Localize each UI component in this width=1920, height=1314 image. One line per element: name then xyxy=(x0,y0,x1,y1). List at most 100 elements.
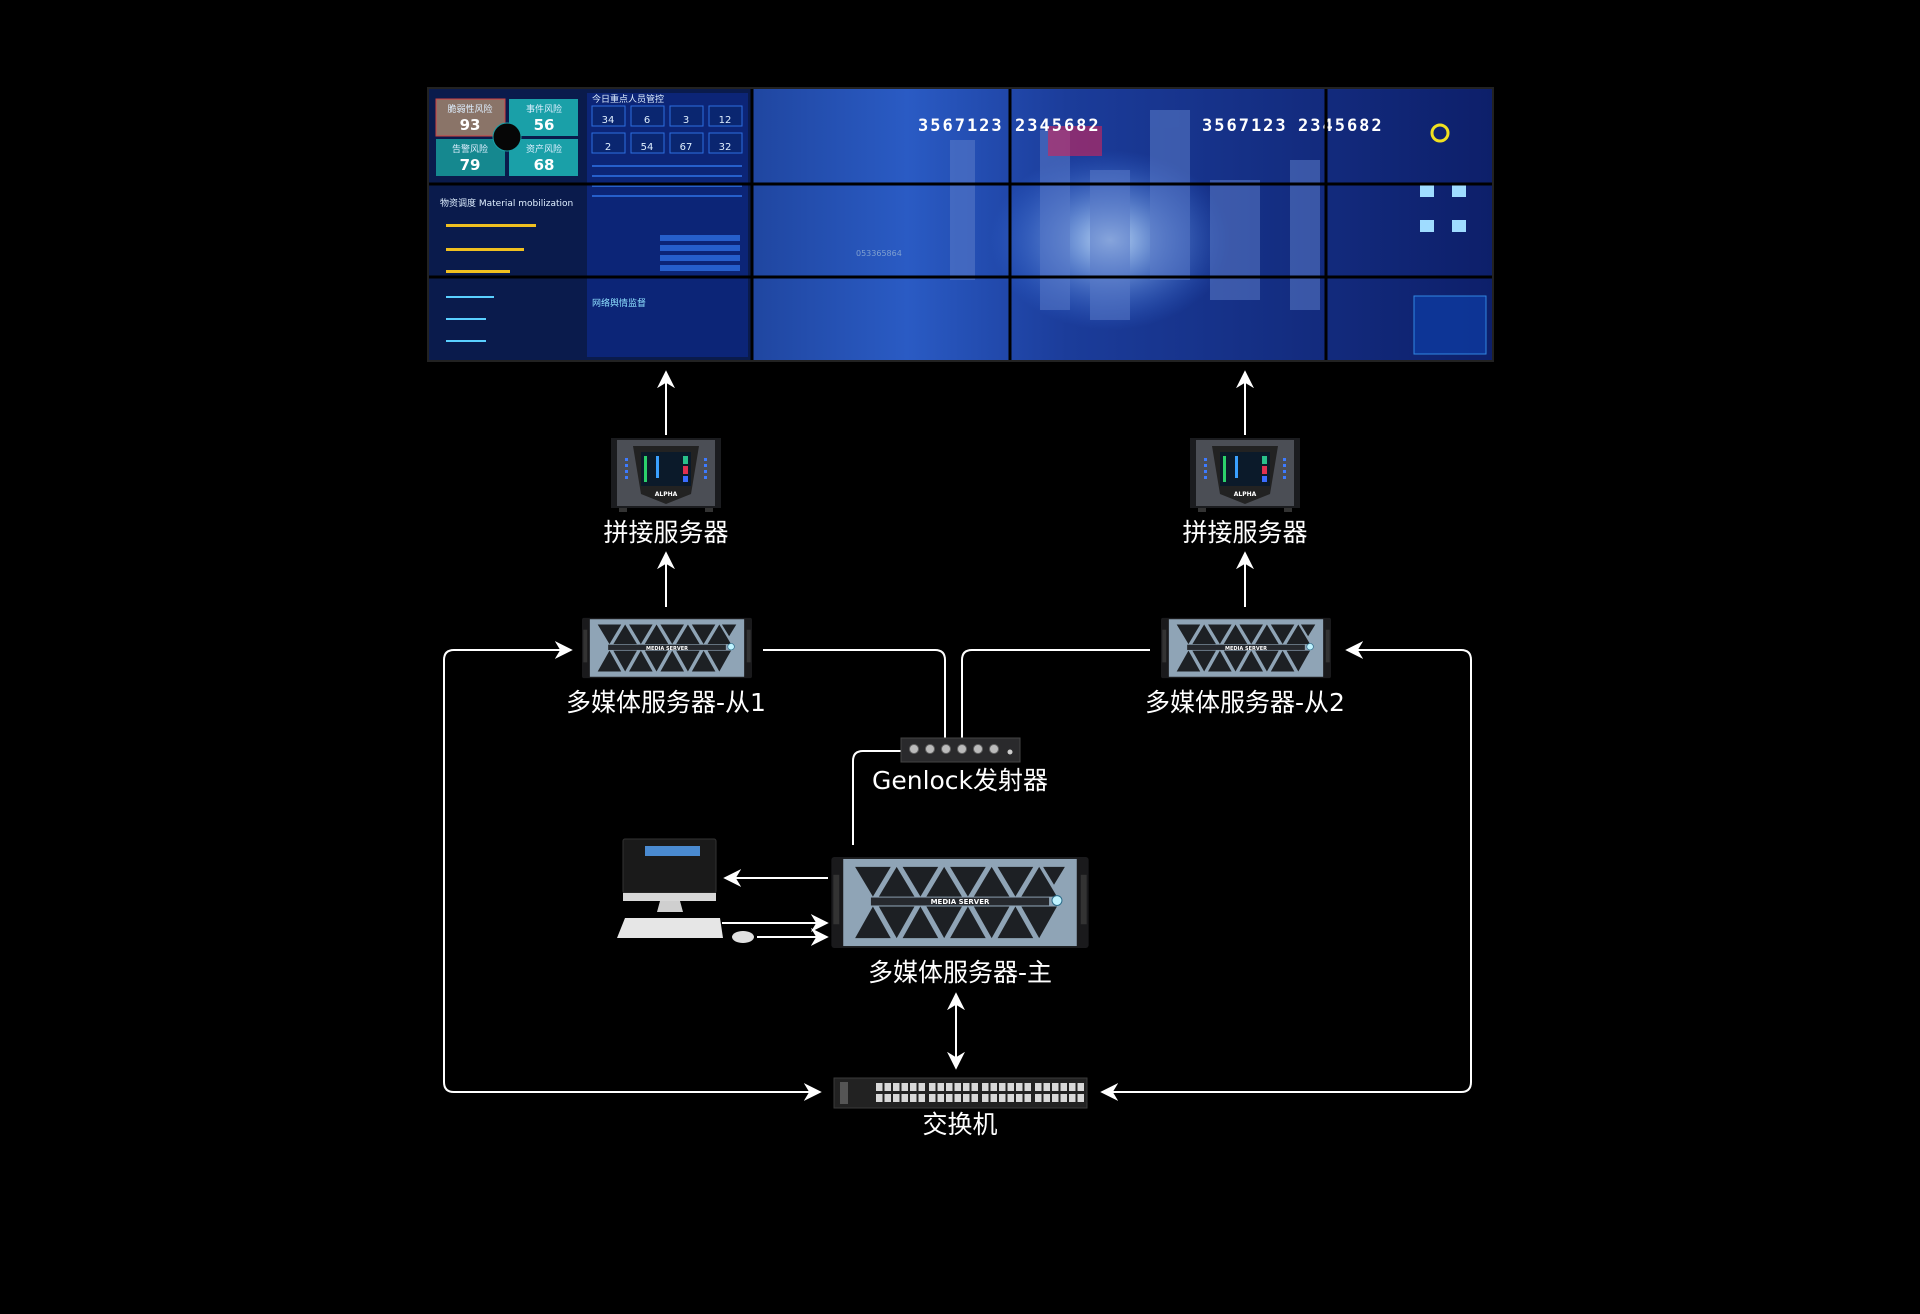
switch-port xyxy=(884,1083,891,1091)
switch-port xyxy=(937,1083,944,1091)
splicer-server-right xyxy=(1190,438,1300,512)
line-slave1-genlock xyxy=(763,649,946,741)
switch-port xyxy=(893,1094,900,1102)
stat-value: 6 xyxy=(644,115,650,126)
risk-value: 68 xyxy=(534,156,555,174)
control-pc xyxy=(617,838,754,943)
switch-port xyxy=(1060,1083,1067,1091)
counter: 2345682 xyxy=(1298,116,1384,136)
stat-value: 67 xyxy=(680,142,693,153)
wall-bezels xyxy=(428,88,1493,361)
slave2-label: 多媒体服务器-从2 xyxy=(1145,688,1345,717)
stat-value: 34 xyxy=(602,115,615,126)
risk-label: 资产风险 xyxy=(526,143,562,155)
risk-label: 告警风险 xyxy=(452,143,488,155)
slave1-label: 多媒体服务器-从1 xyxy=(566,688,766,717)
switch-port xyxy=(1077,1094,1084,1102)
switch-port xyxy=(954,1094,961,1102)
material-title: 物资调度 Material mobilization xyxy=(440,197,573,209)
video-wall: 脆弱性风险 93 事件风险 56 告警风险 79 资产风险 68 物资调度 Ma… xyxy=(427,87,1494,362)
counter: 3567123 xyxy=(918,116,1004,136)
media-server-mark: MEDIA SERVER xyxy=(1225,646,1267,652)
switch-label: 交换机 xyxy=(922,1110,997,1139)
switch-port xyxy=(946,1094,953,1102)
switch-port xyxy=(1024,1094,1031,1102)
splicer-server-left xyxy=(611,438,721,512)
stat-value: 54 xyxy=(641,142,654,153)
network-switch xyxy=(833,1077,1088,1109)
switch-port xyxy=(1077,1083,1084,1091)
line-slave2-genlock xyxy=(961,649,1150,741)
mouse-icon xyxy=(732,931,754,943)
connections xyxy=(443,370,1472,1101)
switch-port xyxy=(901,1083,908,1091)
stat-value: 12 xyxy=(719,115,732,126)
switch-port xyxy=(1069,1083,1076,1091)
switch-port xyxy=(982,1083,989,1091)
switch-port xyxy=(990,1094,997,1102)
switch-port xyxy=(910,1083,917,1091)
risk-value: 79 xyxy=(460,156,481,174)
splicer-right-label: 拼接服务器 xyxy=(1182,518,1307,547)
switch-port xyxy=(990,1083,997,1091)
switch-port xyxy=(1016,1083,1023,1091)
switch-port xyxy=(999,1083,1006,1091)
splicer-left-label: 拼接服务器 xyxy=(603,518,728,547)
stat-value: 2 xyxy=(605,142,611,153)
switch-port xyxy=(1016,1094,1023,1102)
line-master-genlock xyxy=(852,750,901,845)
alarm-title: 网络舆情监督 xyxy=(592,297,646,309)
risk-value: 93 xyxy=(460,116,481,134)
switch-port xyxy=(982,1094,989,1102)
switch-port xyxy=(876,1083,883,1091)
switch-port xyxy=(901,1094,908,1102)
switch-port xyxy=(1007,1094,1014,1102)
switch-port xyxy=(971,1083,978,1091)
switch-port xyxy=(1035,1083,1042,1091)
stat-value: 3 xyxy=(683,115,689,126)
switch-port xyxy=(946,1083,953,1091)
risk-tiles: 脆弱性风险 93 事件风险 56 告警风险 79 资产风险 68 xyxy=(435,98,578,176)
switch-port xyxy=(937,1094,944,1102)
master-label: 多媒体服务器-主 xyxy=(868,958,1052,987)
media-server-mark: MEDIA SERVER xyxy=(646,646,688,652)
panel-title: 今日重点人员管控 xyxy=(592,93,664,105)
switch-port xyxy=(1043,1083,1050,1091)
switch-port xyxy=(1035,1094,1042,1102)
stat-value: 32 xyxy=(719,142,732,153)
genlock-label: Genlock发射器 xyxy=(872,766,1048,795)
counter: 2345682 xyxy=(1015,116,1101,136)
line-switch-slave2 xyxy=(1100,641,1472,1101)
splicer-brand-mark: ALPHA xyxy=(655,491,678,498)
switch-port xyxy=(893,1083,900,1091)
keyboard-icon xyxy=(617,918,723,938)
counter: 3567123 xyxy=(1202,116,1288,136)
line-switch-slave1 xyxy=(443,641,822,1101)
switch-port xyxy=(1052,1094,1059,1102)
phone-number: 053365864 xyxy=(856,249,902,258)
media-server-mark: MEDIA SERVER xyxy=(931,898,990,906)
stat-grid: 34 6 3 12 2 54 67 32 xyxy=(591,105,743,154)
switch-port xyxy=(884,1094,891,1102)
switch-port xyxy=(1052,1083,1059,1091)
switch-port xyxy=(963,1083,970,1091)
splicer-brand-mark: ALPHA xyxy=(1234,491,1257,498)
switch-port xyxy=(999,1094,1006,1102)
switch-port xyxy=(1043,1094,1050,1102)
switch-port xyxy=(1069,1094,1076,1102)
switch-port xyxy=(1060,1094,1067,1102)
switch-port xyxy=(929,1094,936,1102)
switch-port xyxy=(918,1094,925,1102)
risk-label: 脆弱性风险 xyxy=(447,103,492,115)
switch-port xyxy=(876,1094,883,1102)
switch-port xyxy=(971,1094,978,1102)
switch-port xyxy=(1007,1083,1014,1091)
switch-port xyxy=(929,1083,936,1091)
switch-port xyxy=(954,1083,961,1091)
risk-label: 事件风险 xyxy=(526,103,562,115)
switch-port xyxy=(963,1094,970,1102)
genlock-generator xyxy=(900,737,1021,763)
switch-port xyxy=(910,1094,917,1102)
switch-port xyxy=(918,1083,925,1091)
